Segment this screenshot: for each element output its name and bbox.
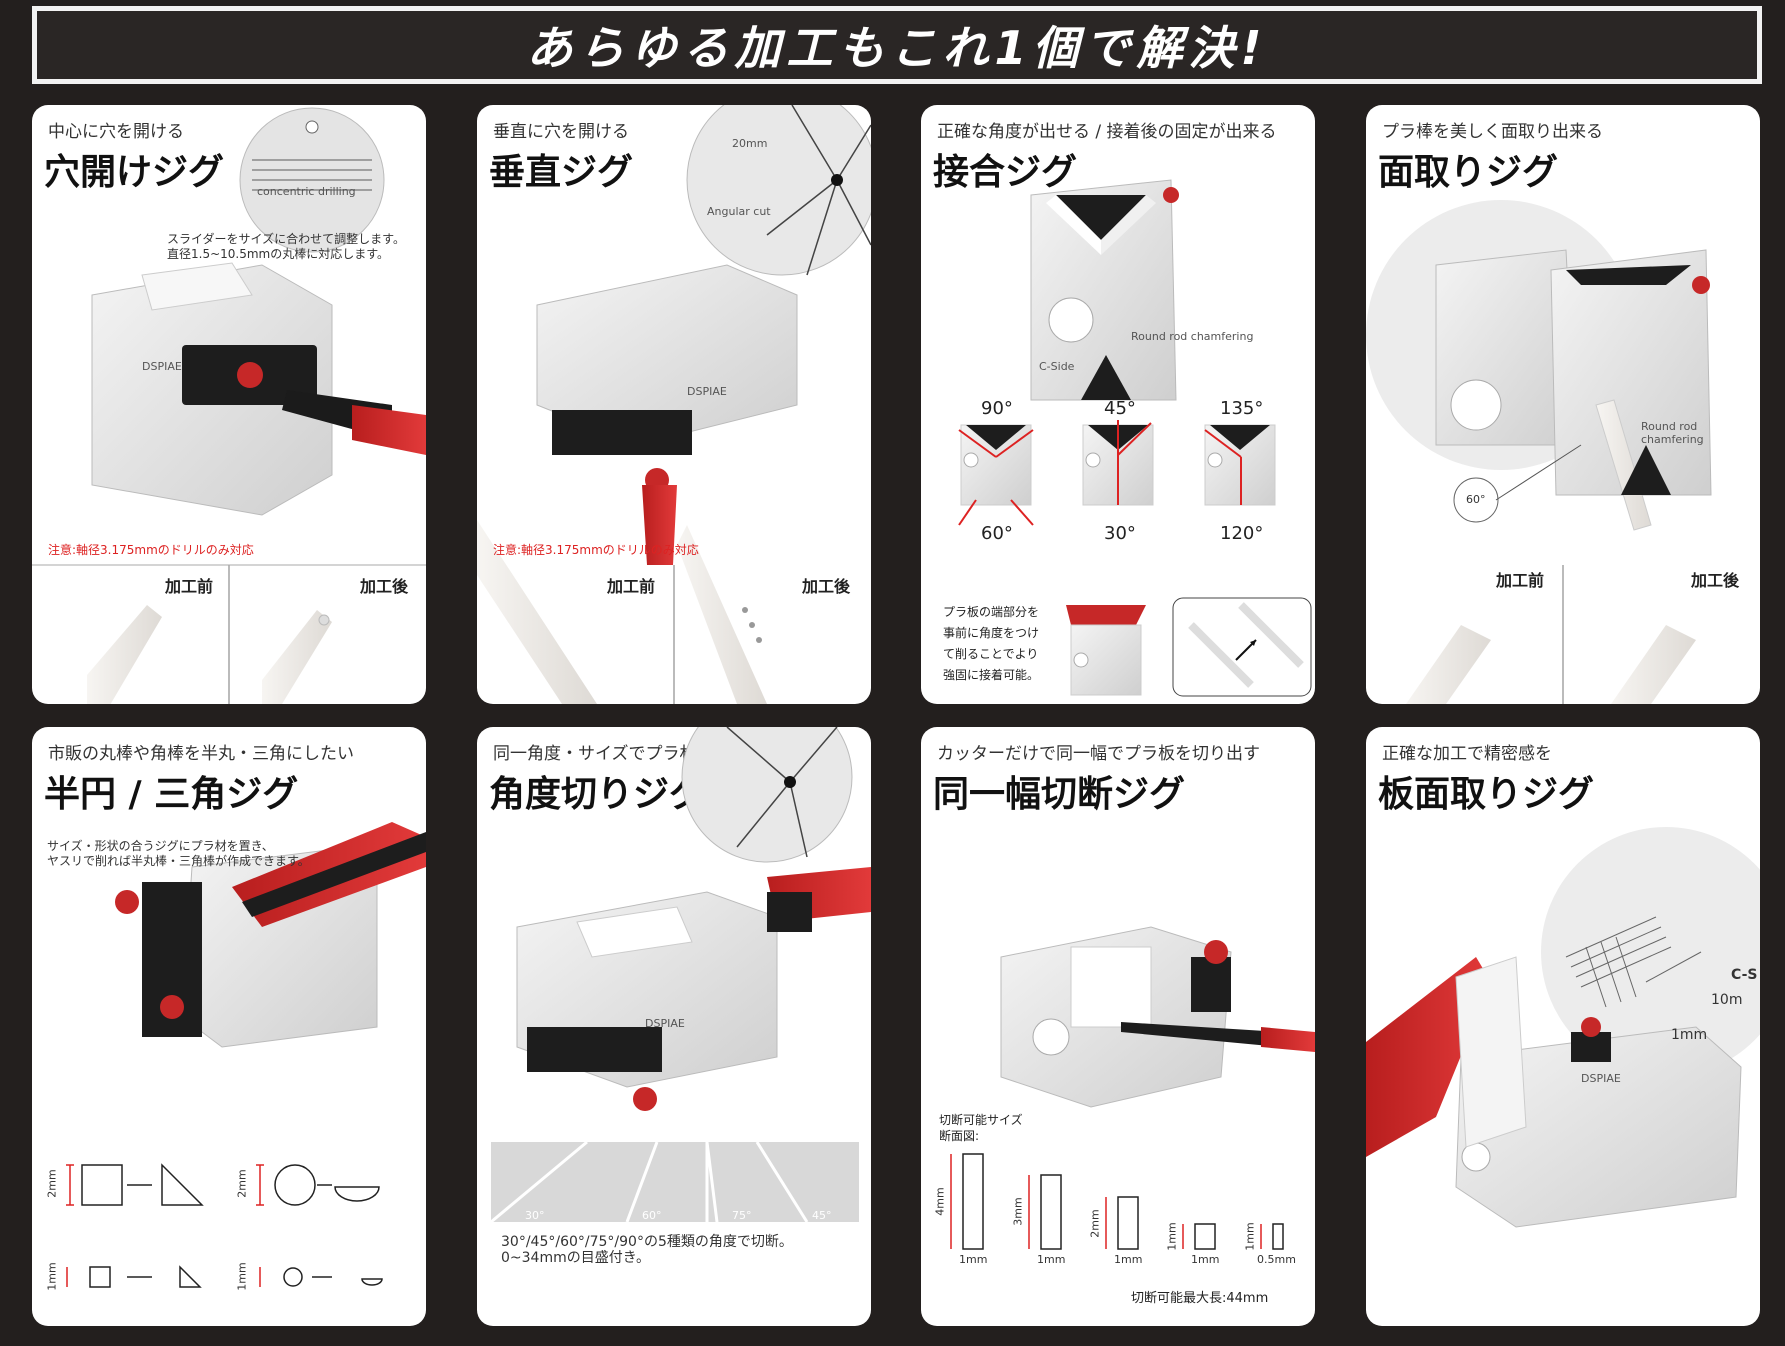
angle-label: 45° <box>1104 398 1136 419</box>
engraving-text: Round rod chamfering <box>1131 330 1254 343</box>
card-note-line1: サイズ・形状の合うジグにプラ材を置き、 <box>47 839 274 853</box>
width-label: 1mm <box>1037 1253 1066 1266</box>
engraving-text: C-S <box>1731 967 1758 983</box>
engraving-brand: DSPIAE <box>687 385 727 398</box>
chamfer-jig-illustration <box>1366 200 1712 704</box>
guide-angle-label: 75° <box>732 1209 752 1222</box>
vertical-jig-illustration <box>477 105 871 704</box>
label-before: 加工前 <box>165 577 214 596</box>
card-title: 角度切りジグ <box>489 774 706 815</box>
card-note-line1: スライダーをサイズに合わせて調整します。 <box>167 232 405 246</box>
card-subtitle: 市販の丸棒や角棒を半丸・三角にしたい <box>48 744 354 764</box>
dimension-label: 2mm <box>45 1169 59 1198</box>
angle-cut-jig-illustration <box>490 727 871 1224</box>
card-title: 面取りジグ <box>1378 152 1559 193</box>
halfround-jig-illustration <box>66 822 426 1288</box>
engraving-label: C-Side <box>1039 360 1075 373</box>
note-line: プラ板の端部分を <box>943 605 1040 619</box>
page-banner: あらゆる加工もこれ1個で解決! <box>32 6 1762 84</box>
dimension-label: 1mm <box>235 1262 249 1291</box>
dimension-label: 2mm <box>235 1169 249 1198</box>
engraving-brand: DSPIAE <box>1581 1072 1621 1085</box>
height-label: 2mm <box>1088 1209 1102 1238</box>
guide-angle-label: 30° <box>525 1209 545 1222</box>
angle-label: 120° <box>1220 523 1264 544</box>
height-label: 1mm <box>1243 1222 1257 1251</box>
max-length-label: 切断可能最大長:44mm <box>1131 1291 1269 1306</box>
engraving-text: 1mm <box>1671 1027 1708 1043</box>
angle-label: 135° <box>1220 398 1264 419</box>
engraving-brand: DSPIAE <box>142 360 182 373</box>
engraving-angle: 60° <box>1466 493 1486 506</box>
angle-label: 60° <box>981 523 1013 544</box>
card-subtitle: 正確な角度が出せる / 接着後の固定が出来る <box>937 122 1277 142</box>
height-label: 1mm <box>1165 1222 1179 1251</box>
card-subtitle: 正確な加工で精密感を <box>1382 744 1552 764</box>
card-equal-width-cut-jig: カッターだけで同一幅でプラ板を切り出す 同一幅切断ジグ 切断可能サイズ 断面図:… <box>921 727 1315 1326</box>
engraving-text: Round rod chamfering <box>1641 420 1704 446</box>
guide-angle-label: 60° <box>642 1209 662 1222</box>
card-subtitle: 中心に穴を開ける <box>48 122 184 142</box>
label-after: 加工後 <box>1691 571 1740 590</box>
height-label: 4mm <box>933 1187 947 1216</box>
card-note-line2: 0~34mmの目盛付き。 <box>501 1250 651 1266</box>
warning-text: 注意:軸径3.175mmのドリルのみ対応 <box>48 543 254 557</box>
card-joining-jig: 正確な角度が出せる / 接着後の固定が出来る 接合ジグ <box>921 105 1315 704</box>
note-line: 事前に角度をつけ <box>943 626 1040 640</box>
engraving-brand: DSPIAE <box>645 1017 685 1030</box>
width-label: 1mm <box>959 1253 988 1266</box>
width-label: 0.5mm <box>1257 1253 1296 1266</box>
card-title: 穴開けジグ <box>44 152 225 193</box>
card-subtitle: プラ棒を美しく面取り出来る <box>1382 122 1603 142</box>
width-label: 1mm <box>1191 1253 1220 1266</box>
engraving-text: Angular cut <box>707 205 771 218</box>
angle-label: 90° <box>981 398 1013 419</box>
section-label: 切断可能サイズ <box>939 1113 1023 1127</box>
card-note-line2: 直径1.5~10.5mmの丸棒に対応します。 <box>167 247 390 261</box>
plate-chamfer-jig-illustration <box>1366 827 1760 1228</box>
label-after: 加工後 <box>802 577 851 596</box>
card-chamfer-jig: プラ棒を美しく面取り出来る 面取りジグ Round rod chamfering… <box>1366 105 1760 704</box>
engraving-text: 10m <box>1711 992 1743 1008</box>
card-subtitle: カッターだけで同一幅でプラ板を切り出す <box>937 744 1260 764</box>
card-plate-chamfer-jig: 正確な加工で精密感を 板面取りジグ C-S 10m 1mm DSPIAE <box>1366 727 1760 1326</box>
equal-width-jig-illustration <box>950 926 1315 1250</box>
card-title: 板面取りジグ <box>1378 774 1595 815</box>
label-before: 加工前 <box>1496 571 1545 590</box>
note-line: て削ることでより <box>943 647 1039 661</box>
angle-label: 30° <box>1104 523 1136 544</box>
drilling-jig-illustration <box>32 107 426 704</box>
banner-title: あらゆる加工もこれ1個で解決! <box>526 21 1268 75</box>
height-label: 3mm <box>1011 1197 1025 1226</box>
engraving-scale: 20mm <box>732 137 768 150</box>
card-subtitle: 垂直に穴を開ける <box>493 122 629 142</box>
card-angle-cut-jig: 同一角度・サイズでプラ材の切り出し 角度切りジグ 30° 60° 75° 45°… <box>477 727 871 1326</box>
card-title: 同一幅切断ジグ <box>933 774 1186 815</box>
guide-angle-label: 45° <box>812 1209 832 1222</box>
card-halfround-triangle-jig: 市販の丸棒や角棒を半丸・三角にしたい 半円 / 三角ジグ サイズ・形状の合うジ <box>32 727 426 1326</box>
card-title: 接合ジグ <box>933 152 1078 193</box>
dimension-label: 1mm <box>45 1262 59 1291</box>
card-title: 垂直ジグ <box>489 152 634 193</box>
joining-jig-illustration <box>958 179 1312 697</box>
width-label: 1mm <box>1114 1253 1143 1266</box>
card-drilling-jig: 中心に穴を開ける 穴開けジグ concentric drilling DSPIA… <box>32 105 426 704</box>
card-title: 半円 / 三角ジグ <box>44 774 299 815</box>
note-line: 強固に接着可能。 <box>943 668 1040 682</box>
card-vertical-jig: 垂直に穴を開ける 垂直ジグ 20mm Angular cut DSPIAE 注意… <box>477 105 871 704</box>
card-note-line1: 30°/45°/60°/75°/90°の5種類の角度で切断。 <box>501 1234 793 1250</box>
label-before: 加工前 <box>607 577 656 596</box>
warning-text: 注意:軸径3.175mmのドリルのみ対応 <box>493 543 699 557</box>
card-note-line2: ヤスリで削れば半丸棒・三角棒が作成できます。 <box>47 854 310 868</box>
label-after: 加工後 <box>360 577 409 596</box>
engraving-text: concentric drilling <box>257 185 356 198</box>
section-label: 断面図: <box>939 1129 980 1143</box>
